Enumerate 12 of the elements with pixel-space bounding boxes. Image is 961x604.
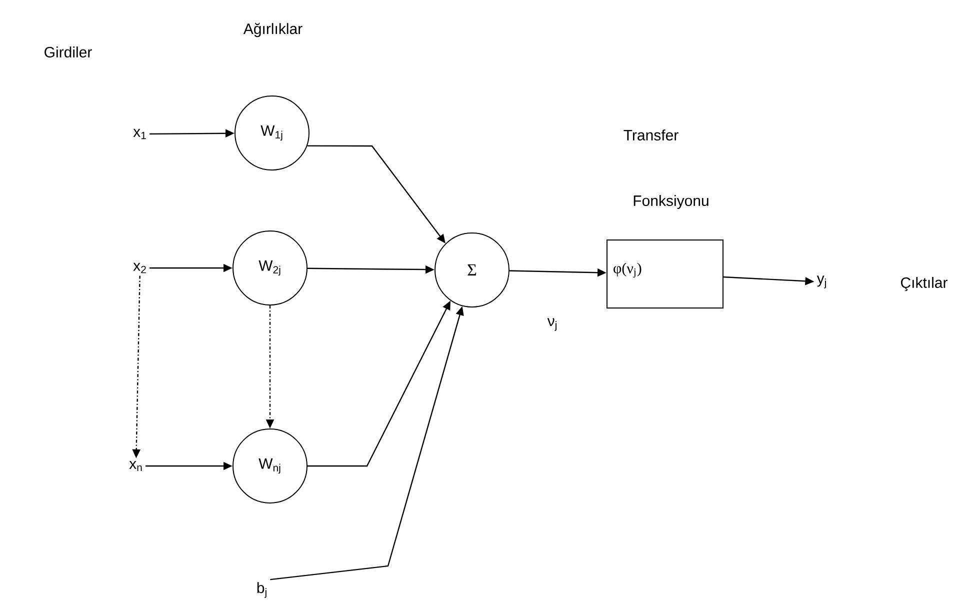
transfer-box: φ(ν$_{j}$) (606, 240, 724, 308)
caption-label: Girdiler (44, 46, 92, 58)
variable-label: y$_{j}$ (816, 276, 826, 288)
variable-label: x$_{2}$ (133, 262, 146, 274)
caption-label: Çıktılar (901, 276, 948, 292)
variable-label: x$_{n}$ (129, 460, 142, 472)
variable-label: b$_{j}$ (257, 582, 266, 598)
variable-label: x$_{1}$ (133, 128, 146, 140)
edge-label: ν$_{j}$ (546, 317, 559, 332)
caption-label: Fonksiyonu (634, 195, 708, 209)
caption-label: Ağırlıklar (243, 22, 302, 38)
caption-label: Transfer (624, 130, 678, 140)
